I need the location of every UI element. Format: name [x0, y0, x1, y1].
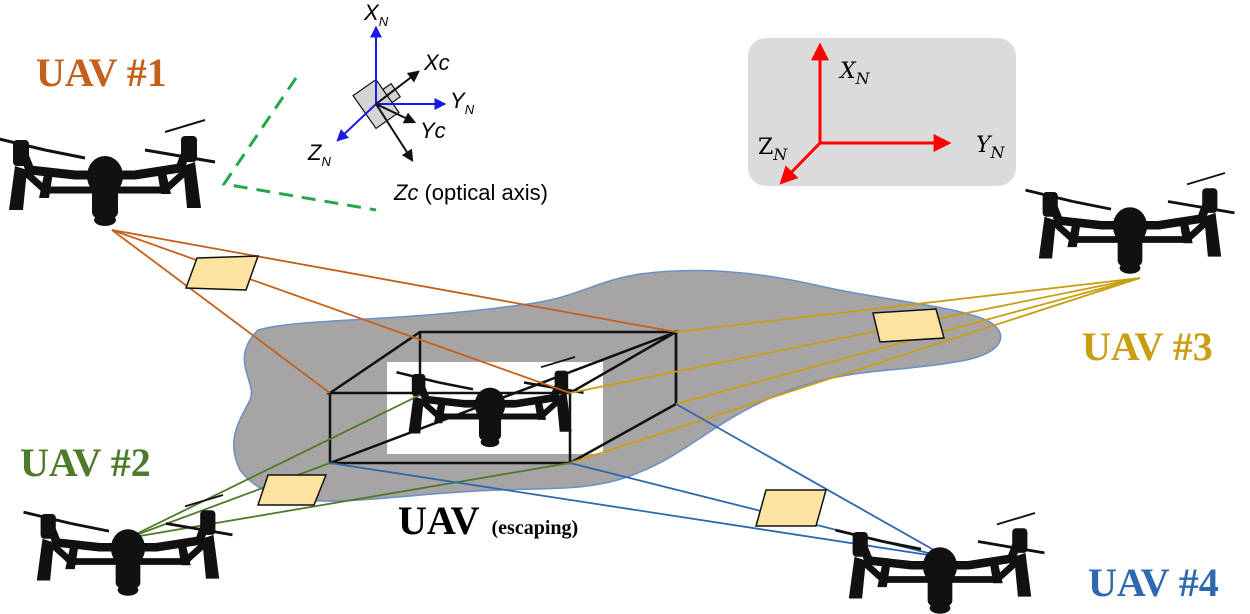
camera-zn-label: ZN: [307, 140, 331, 169]
uav3-quadcopter-icon: [1026, 173, 1235, 274]
uav3-rays: [569, 277, 1141, 464]
uav1-rays: [111, 229, 677, 394]
fov-guide: [221, 77, 377, 212]
camera-frame: XN YN ZN Xc Yc Zc(optical axis): [307, 0, 548, 205]
uav1-quadcopter-icon: [0, 120, 215, 226]
uav4-label: UAV #4: [1088, 560, 1219, 605]
uav2-image-plane: [256, 474, 328, 506]
reference-yn-label: YN: [976, 133, 1006, 162]
reference-frame-box: [748, 38, 1016, 186]
camera-xc-label: Xc: [423, 50, 450, 75]
uav1-label: UAV #1: [36, 50, 167, 95]
uav3-label: UAV #3: [1082, 324, 1213, 369]
camera-yn-label: YN: [450, 88, 475, 117]
reference-xn-label: XN: [838, 59, 871, 88]
uav3-image-plane: [872, 308, 945, 343]
uav2-label: UAV #2: [20, 440, 151, 485]
target-label: UAV (escaping): [398, 498, 578, 543]
uav1-image-plane: [184, 255, 260, 291]
uav4-quadcopter-icon: [836, 513, 1045, 614]
reference-zn-label: ZN: [758, 135, 788, 164]
camera-xn-label: XN: [363, 0, 389, 29]
uav4-image-plane: [755, 489, 827, 527]
camera-zc-label: Zc(optical axis): [393, 180, 548, 205]
camera-yc-label: Yc: [420, 118, 446, 143]
reference-frame: XN YN ZN: [748, 38, 1016, 186]
